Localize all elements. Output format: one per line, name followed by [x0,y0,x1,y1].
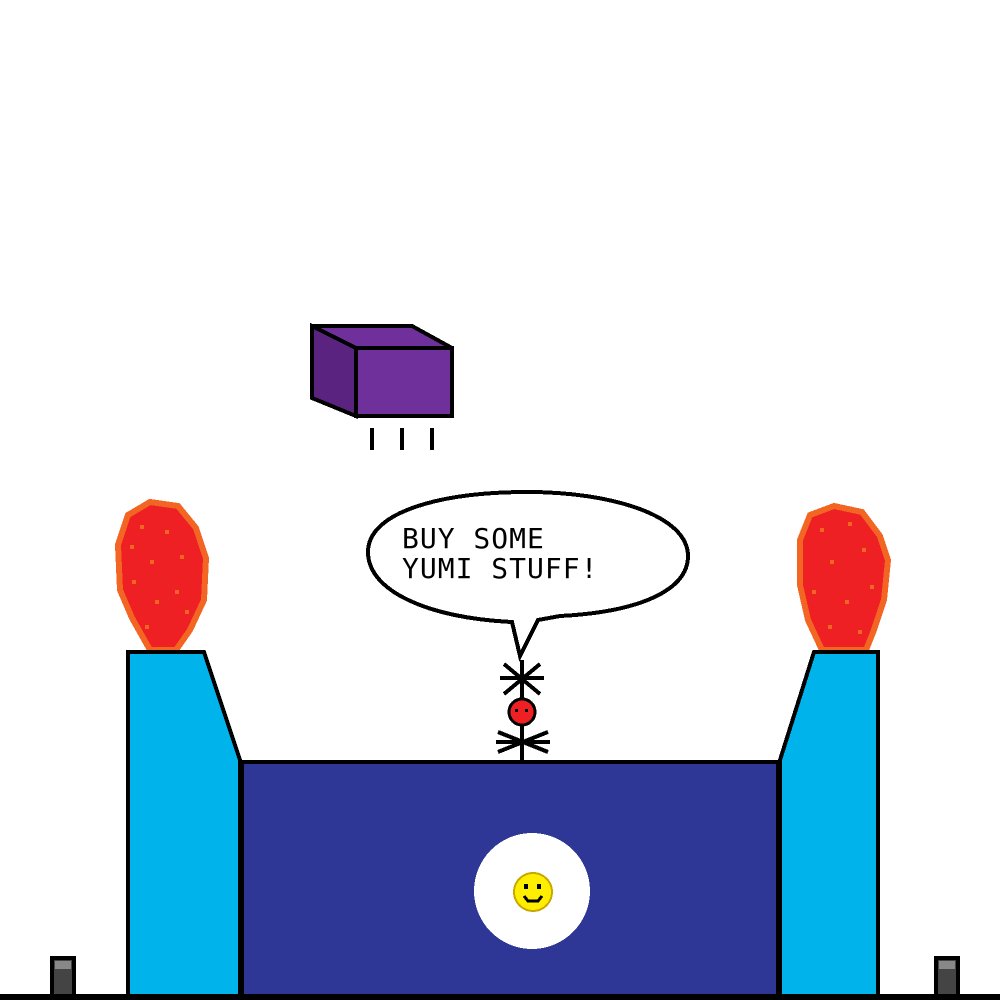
shopkeeper-head [507,697,537,727]
right-torch-flame-icon [797,502,892,653]
left-torch-flame-icon [114,498,210,653]
speech-line-2: YUMI STUFF! [402,552,598,585]
speech-bubble: BUY SOME YUMI STUFF! [365,489,691,662]
left-pillar [126,650,242,998]
left-post [50,956,76,998]
stick-figure-shopkeeper[interactable] [496,660,550,762]
right-pillar [778,650,880,998]
right-post [934,956,960,998]
floating-purple-box[interactable] [310,322,454,450]
speech-line-1: BUY SOME [402,522,545,555]
smiley-emblem-icon [474,833,590,949]
